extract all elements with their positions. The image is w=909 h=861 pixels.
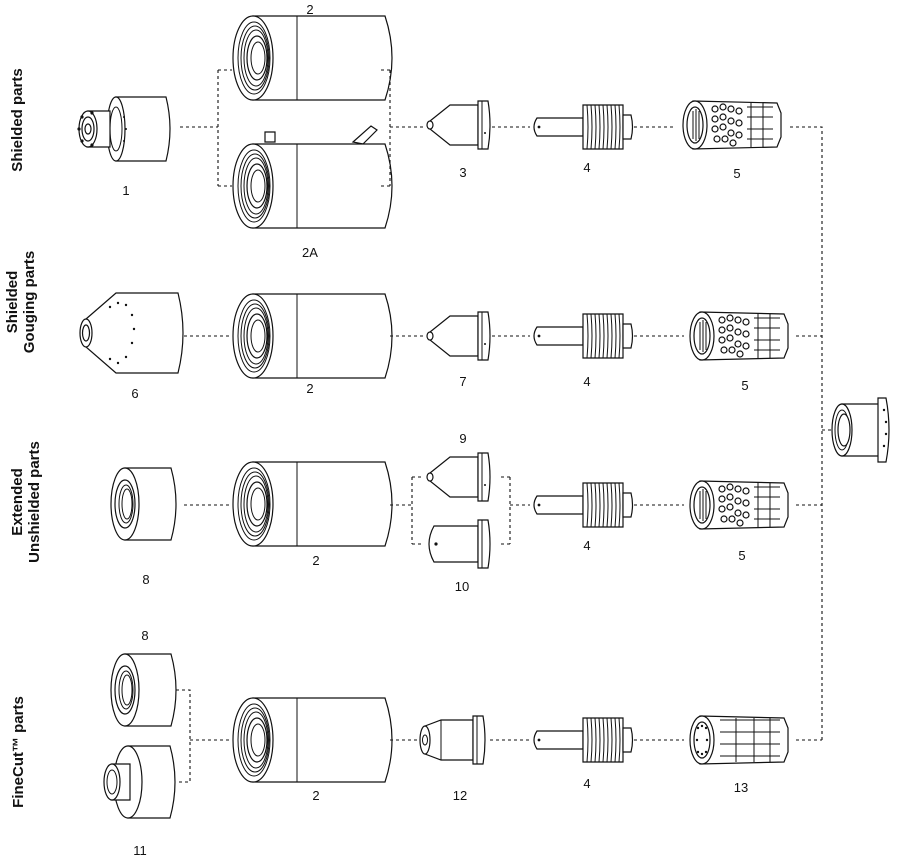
part-4-electrode xyxy=(533,104,634,150)
part-1-shield xyxy=(76,96,171,162)
part-number-8-row4: 8 xyxy=(141,628,148,643)
part-number-13: 13 xyxy=(734,780,748,795)
part-number-2a: 2A xyxy=(302,245,318,260)
part-number-4-row1: 4 xyxy=(583,160,590,175)
part-number-1: 1 xyxy=(122,183,129,198)
part-number-5-row1: 5 xyxy=(733,166,740,181)
part-2-retaining-cap-row4 xyxy=(232,697,393,783)
part-8-unshielded-cap xyxy=(110,467,177,541)
part-2a-retaining-cap xyxy=(232,125,393,229)
part-number-10: 10 xyxy=(455,579,469,594)
part-number-11: 11 xyxy=(133,843,147,858)
torch-body-mount xyxy=(831,397,890,463)
part-number-9: 9 xyxy=(459,431,466,446)
part-2-retaining-cap-row2 xyxy=(232,293,393,379)
row1-connectors xyxy=(180,69,823,740)
part-number-8-row3: 8 xyxy=(142,572,149,587)
part-number-6: 6 xyxy=(131,386,138,401)
part-12-finecut-nozzle xyxy=(419,715,486,765)
part-9-extended-nozzle xyxy=(426,452,491,502)
part-5-swirl-ring-row2 xyxy=(689,311,789,361)
part-number-4-row3: 4 xyxy=(583,538,590,553)
part-3-nozzle xyxy=(426,100,491,150)
part-13-finecut-swirl-ring xyxy=(689,715,789,765)
part-2-retaining-cap-row3 xyxy=(232,461,393,547)
part-number-2-top: 2 xyxy=(306,2,313,17)
part-number-2-row2: 2 xyxy=(306,381,313,396)
part-5-swirl-ring-row3 xyxy=(689,480,789,530)
part-5-swirl-ring xyxy=(682,100,782,150)
part-11-finecut-shield xyxy=(103,745,176,819)
part-4-electrode-row3 xyxy=(533,482,634,528)
part-7-gouging-nozzle xyxy=(426,311,491,361)
part-number-2-row4: 2 xyxy=(312,788,319,803)
part-4-electrode-row2 xyxy=(533,313,634,359)
part-number-12: 12 xyxy=(453,788,467,803)
part-6-gouging-shield xyxy=(79,292,184,374)
part-number-2-row3: 2 xyxy=(312,553,319,568)
part-10-nozzle xyxy=(428,519,491,569)
part-4-electrode-row4 xyxy=(533,717,634,763)
row4-connectors xyxy=(176,689,822,783)
part-number-4-row4: 4 xyxy=(583,776,590,791)
part-8-finecut-shield xyxy=(110,653,177,727)
part-number-7: 7 xyxy=(459,374,466,389)
part-2-retaining-cap xyxy=(232,15,393,101)
part-number-4-row2: 4 xyxy=(583,374,590,389)
row3-connectors xyxy=(184,476,822,545)
part-number-5-row2: 5 xyxy=(741,378,748,393)
part-number-5-row3: 5 xyxy=(738,548,745,563)
part-number-3: 3 xyxy=(459,165,466,180)
